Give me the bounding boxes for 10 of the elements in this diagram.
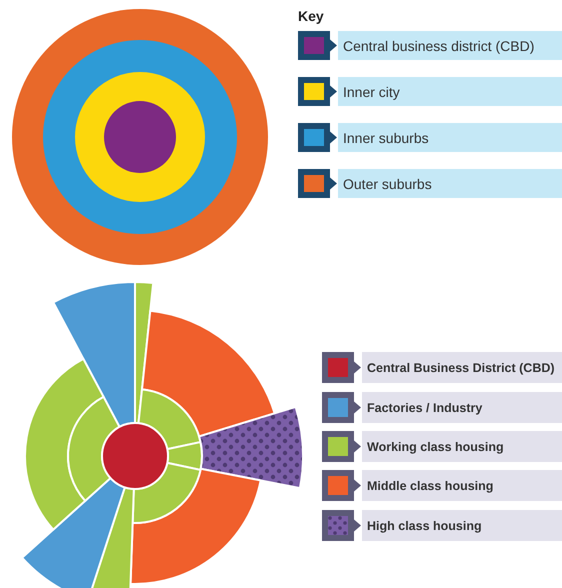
- legend-label: Factories / Industry: [367, 400, 482, 417]
- legend-label: Middle class housing: [367, 478, 494, 495]
- legend-label: High class housing: [367, 518, 482, 535]
- legend-label: Outer suburbs: [343, 174, 432, 194]
- legend-label: Central Business District (CBD): [367, 360, 555, 377]
- key-heading: Key: [298, 7, 324, 25]
- legend-label: Inner suburbs: [343, 128, 429, 148]
- legend-label: Central business district (CBD): [343, 36, 534, 56]
- legend-label: Working class housing: [367, 438, 504, 456]
- legend-label: Inner city: [343, 82, 400, 102]
